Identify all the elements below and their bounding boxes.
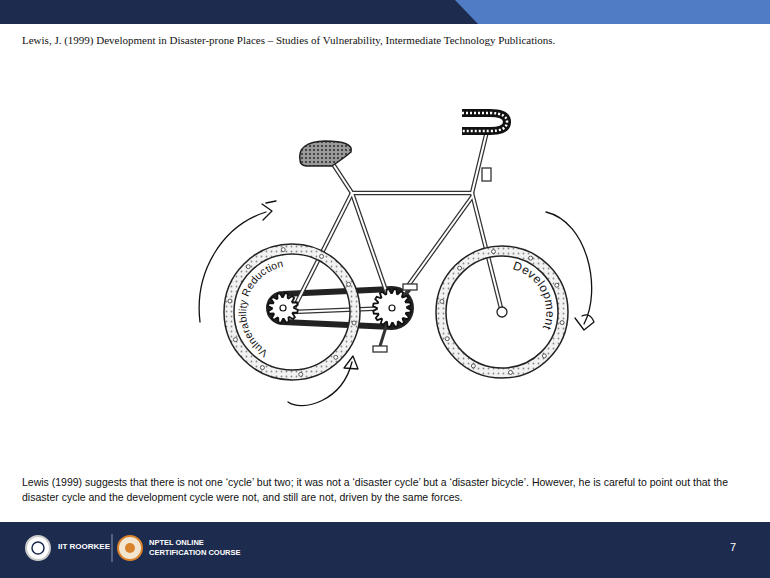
caption-text: Lewis (1999) suggests that there is not … [22, 475, 737, 505]
wheel-label-char: e [543, 311, 557, 318]
citation-text: Lewis, J. (1999) Development in Disaster… [22, 34, 742, 47]
rim-nipple [440, 299, 444, 303]
header-accent [455, 0, 770, 24]
handlebar-grip [462, 113, 507, 131]
page-number: 7 [730, 541, 750, 554]
wheel-hub [497, 307, 507, 317]
header-bar [0, 0, 770, 24]
wheel-rim [224, 244, 360, 380]
footer-divider [112, 534, 113, 562]
institute-logo-mark [32, 542, 44, 554]
rim-nipple [260, 366, 264, 370]
rim-nipple [555, 283, 559, 287]
gear [268, 293, 298, 323]
pedal [403, 284, 417, 290]
gear-hub [280, 305, 286, 311]
rim-nipple [445, 337, 449, 341]
handlebar [462, 113, 507, 131]
rim-nipple [471, 364, 475, 368]
institute-name: IIT ROORKEE [58, 542, 110, 552]
institute-logo [26, 536, 50, 560]
wheel-label-char: m [542, 299, 557, 311]
bike-lamp [482, 168, 491, 181]
rim-nipple [492, 250, 496, 254]
rim-nipple [281, 248, 285, 252]
course-logo [118, 536, 142, 560]
rim-nipple [508, 370, 512, 374]
saddle [300, 141, 352, 166]
wheel-rim [436, 246, 568, 378]
rim-nipple [228, 299, 232, 303]
chain [269, 289, 411, 327]
rim-nipple [542, 354, 546, 358]
footer-bar [0, 522, 770, 578]
bike-frame-inner [292, 131, 502, 312]
rim-nipple [246, 265, 250, 269]
gears [268, 289, 411, 327]
rim-nipple [352, 321, 356, 325]
bike-frame [292, 131, 502, 312]
gear-hub [389, 305, 395, 311]
wheel-label: Development [436, 246, 568, 378]
wheel-node: Vulnerability Reduction [224, 244, 360, 380]
wheel-node: Development [436, 246, 568, 378]
course-name: NPTEL ONLINE CERTIFICATION COURSE [149, 538, 249, 558]
rim-nipple [334, 355, 338, 359]
wheel-label-char: i [236, 308, 248, 311]
rim-nipple [320, 254, 324, 258]
rim-nipple [233, 338, 237, 342]
handdrawn-arrow [199, 201, 594, 406]
rim-nipple [299, 372, 303, 376]
course-logo-mark [125, 543, 135, 553]
gear [373, 289, 411, 327]
pedal [373, 346, 387, 352]
wheel-label-char: l [236, 311, 248, 313]
rim-nipple [347, 282, 351, 286]
rim-nipple [529, 256, 533, 260]
rim-nipple [458, 266, 462, 270]
rim-nipple [560, 321, 564, 325]
wheel-label: Vulnerability Reduction [224, 244, 360, 380]
